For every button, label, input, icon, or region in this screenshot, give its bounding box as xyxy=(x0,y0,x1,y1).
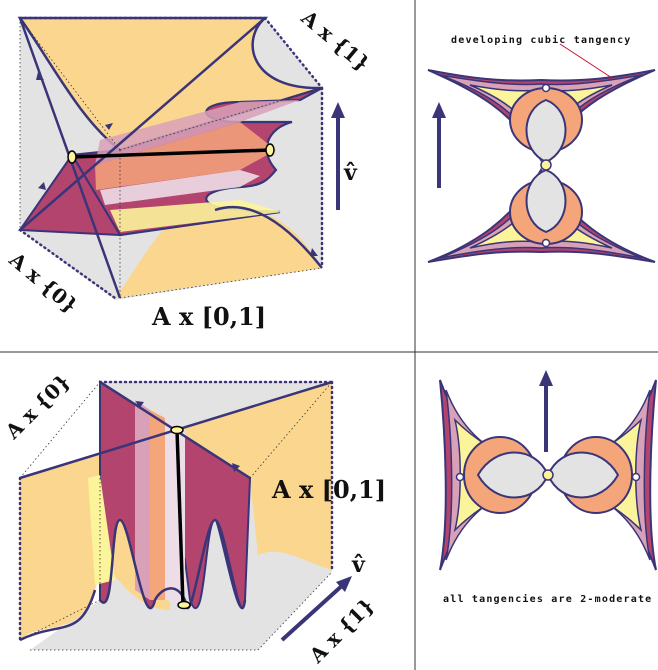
v-vector-arrowhead-icon xyxy=(331,102,345,118)
tangency-point-top xyxy=(170,425,184,435)
tangency-point-bottom xyxy=(177,600,191,610)
label-a-x-1-bottom: A x {1} xyxy=(304,593,379,668)
cube-hidden-edges xyxy=(19,17,323,299)
tangency-point-left xyxy=(67,150,77,164)
left-grey-lobe xyxy=(476,451,550,499)
stripe-lavender xyxy=(100,170,260,205)
lower-grey-lobe xyxy=(525,168,567,234)
stripe-yellow-2 xyxy=(88,475,115,585)
label-a-x-1: A x {1} xyxy=(296,5,374,76)
edge-arrow-icon xyxy=(38,182,46,190)
lower-node xyxy=(541,238,551,248)
right-orange-sheet xyxy=(175,382,332,570)
v-hat-label-2: v̂ xyxy=(351,552,366,578)
tangency-point-right xyxy=(265,143,275,157)
cube-hidden-edges-2 xyxy=(19,381,333,651)
label-a-x-0-bottom: A x {0} xyxy=(0,369,75,444)
annotation-developing-cubic: developing cubic tangency xyxy=(451,34,632,46)
center-tangency-point xyxy=(540,159,552,171)
center-tangency-point-2 xyxy=(542,469,554,481)
right-node xyxy=(631,472,641,482)
top-right-panel: developing cubic tangency xyxy=(427,34,656,263)
diagonal-curve xyxy=(19,17,266,231)
edge-arrow-icon xyxy=(105,123,113,130)
right-grey-lobe xyxy=(546,451,620,499)
cube-dotted-edges xyxy=(18,16,324,300)
edge-arrow-icon xyxy=(310,248,318,256)
left-node xyxy=(455,472,465,482)
v-hat-label: v̂ xyxy=(343,160,358,186)
edge-arrow-icon xyxy=(136,401,144,409)
stripe-peach-2 xyxy=(150,410,165,600)
v-vector-arrowhead-icon-2 xyxy=(336,576,352,592)
stripe-pink-2 xyxy=(135,400,150,600)
annotation-leader-line xyxy=(559,43,613,79)
edge-arrow-icon xyxy=(36,72,44,80)
bottom-left-panel: v̂ A x {0} A x [0,1] A x {1} xyxy=(0,369,386,668)
bottom-right-panel: all tangencies are 2-moderate xyxy=(439,370,657,605)
label-a-x-interval: A x [0,1] xyxy=(151,302,266,331)
edge-arrow-icon xyxy=(232,463,240,472)
tangency-segment-2 xyxy=(175,429,185,606)
left-bottom-curve xyxy=(19,589,97,642)
left-sheet xyxy=(18,153,122,237)
upper-node xyxy=(541,83,551,93)
annotation-all-tangencies: all tangencies are 2-moderate xyxy=(443,593,652,605)
bottom-curve xyxy=(214,205,323,269)
upper-grey-lobe xyxy=(525,98,567,164)
top-left-panel: v̂ A x {1} A x {0} A x [0,1] xyxy=(4,5,374,331)
v-vector-arrow-2 xyxy=(280,581,347,642)
direction-arrowhead-icon xyxy=(432,102,446,118)
tangency-segment xyxy=(71,148,271,159)
direction-arrowhead-icon-2 xyxy=(539,370,553,386)
cube-dotted-edges-2 xyxy=(18,380,334,642)
stripe-peach xyxy=(95,122,276,190)
fingers-curve xyxy=(99,518,247,610)
label-a-x-interval-bottom: A x [0,1] xyxy=(271,475,386,504)
stripe-pink xyxy=(95,100,300,165)
